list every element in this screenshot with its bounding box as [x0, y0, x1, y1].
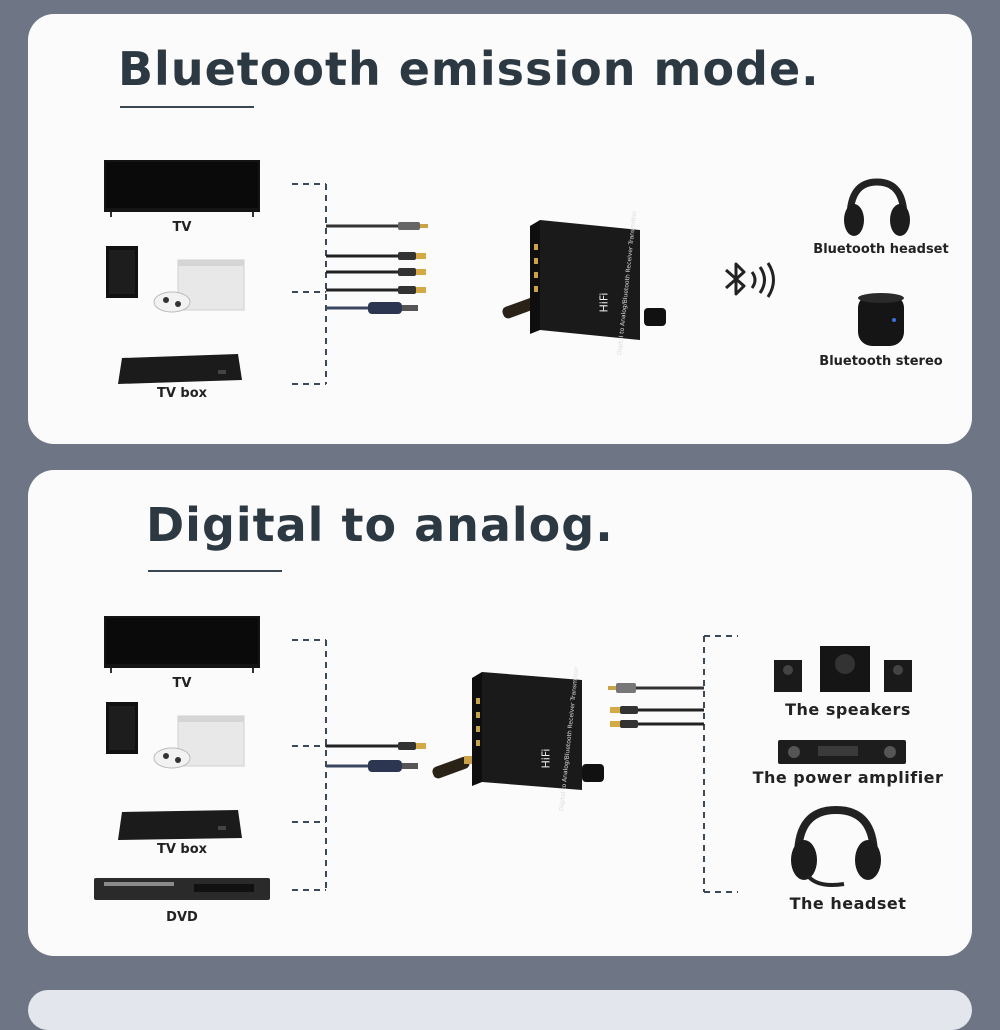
- output-label-headset: The headset: [789, 894, 907, 913]
- title-underline: [148, 570, 282, 572]
- source-bracket: [292, 639, 327, 891]
- source-label-tv-box: TV box: [156, 842, 208, 857]
- section-title: Digital to analog.: [146, 498, 614, 552]
- tv-icon: [104, 160, 260, 217]
- source-label-tv: TV: [172, 676, 192, 691]
- headset-icon: [791, 805, 881, 887]
- source-label-tv-box: TV box: [156, 386, 208, 401]
- source-bracket: [292, 183, 327, 385]
- source-label-tv: TV: [172, 220, 192, 235]
- headphones-icon: [844, 178, 910, 236]
- tv-box-icon: [118, 354, 242, 384]
- amplifier-icon: [778, 740, 906, 764]
- device-brand-text: HiFi: [539, 748, 553, 769]
- converter-device: [432, 672, 604, 790]
- bluetooth-icon: [725, 262, 775, 298]
- converter-device: [502, 220, 666, 340]
- output-label-bluetooth-headset: Bluetooth headset: [813, 242, 949, 257]
- section-title: Bluetooth emission mode.: [118, 42, 820, 96]
- output-label-speakers: The speakers: [785, 700, 911, 719]
- input-cables: [326, 742, 426, 772]
- cables: [326, 222, 428, 314]
- output-bracket: [703, 635, 738, 893]
- next-panel-edge: [28, 990, 972, 1030]
- bluetooth-emission-panel: Bluetooth emission mode.: [28, 14, 972, 444]
- device-brand-text: HiFi: [597, 292, 611, 313]
- connection-diagram: [292, 183, 428, 385]
- game-console-icon: [106, 702, 245, 769]
- speaker-icon: [774, 646, 912, 692]
- game-console-icon: [106, 246, 245, 313]
- output-label-bluetooth-stereo: Bluetooth stereo: [819, 354, 943, 369]
- tv-icon: [104, 616, 260, 673]
- source-label-dvd: DVD: [166, 910, 198, 925]
- dvd-player-icon: [94, 878, 270, 900]
- connection-diagram: [292, 635, 738, 893]
- speaker-icon: [858, 293, 904, 346]
- digital-to-analog-panel: Digital to analog.: [28, 470, 972, 956]
- title-underline: [120, 106, 254, 108]
- output-label-power-amplifier: The power amplifier: [752, 768, 944, 787]
- tv-box-icon: [118, 810, 242, 840]
- output-cables: [608, 683, 704, 728]
